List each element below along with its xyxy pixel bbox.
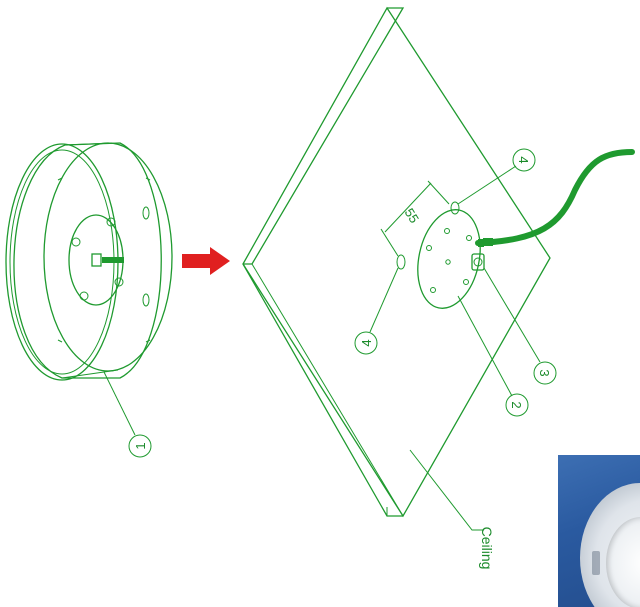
power-cable (475, 149, 635, 246)
leader-2 (457, 295, 513, 397)
photo-label-mark (592, 551, 600, 575)
fixture-body (5, 142, 173, 381)
right-arrow-icon (182, 247, 230, 275)
label-4-left: 4 (359, 339, 374, 346)
callout-2: 2 (505, 393, 529, 417)
ceiling-panel (242, 6, 551, 518)
callout-3: 3 (533, 361, 557, 385)
label-ceiling: Ceiling (479, 527, 495, 570)
callout-4-top: 4 (512, 148, 536, 172)
product-photo (558, 455, 640, 607)
label-2: 2 (509, 401, 524, 408)
leader-3 (483, 267, 541, 363)
hole-top (450, 201, 460, 215)
label-4-top: 4 (516, 156, 531, 163)
dimension-label: 55 (402, 206, 422, 226)
callout-4-left: 4 (354, 331, 378, 355)
callout-1: 1 (128, 434, 152, 458)
label-3: 3 (537, 369, 552, 376)
hole-left (396, 254, 406, 270)
leader-4-top (457, 165, 517, 205)
dimension-55: 55 (380, 180, 450, 257)
mounting-plate (417, 209, 481, 309)
leader-4-left (369, 267, 399, 333)
label-1: 1 (133, 442, 148, 449)
leader-ceiling (409, 449, 484, 531)
leader-1 (103, 371, 136, 436)
